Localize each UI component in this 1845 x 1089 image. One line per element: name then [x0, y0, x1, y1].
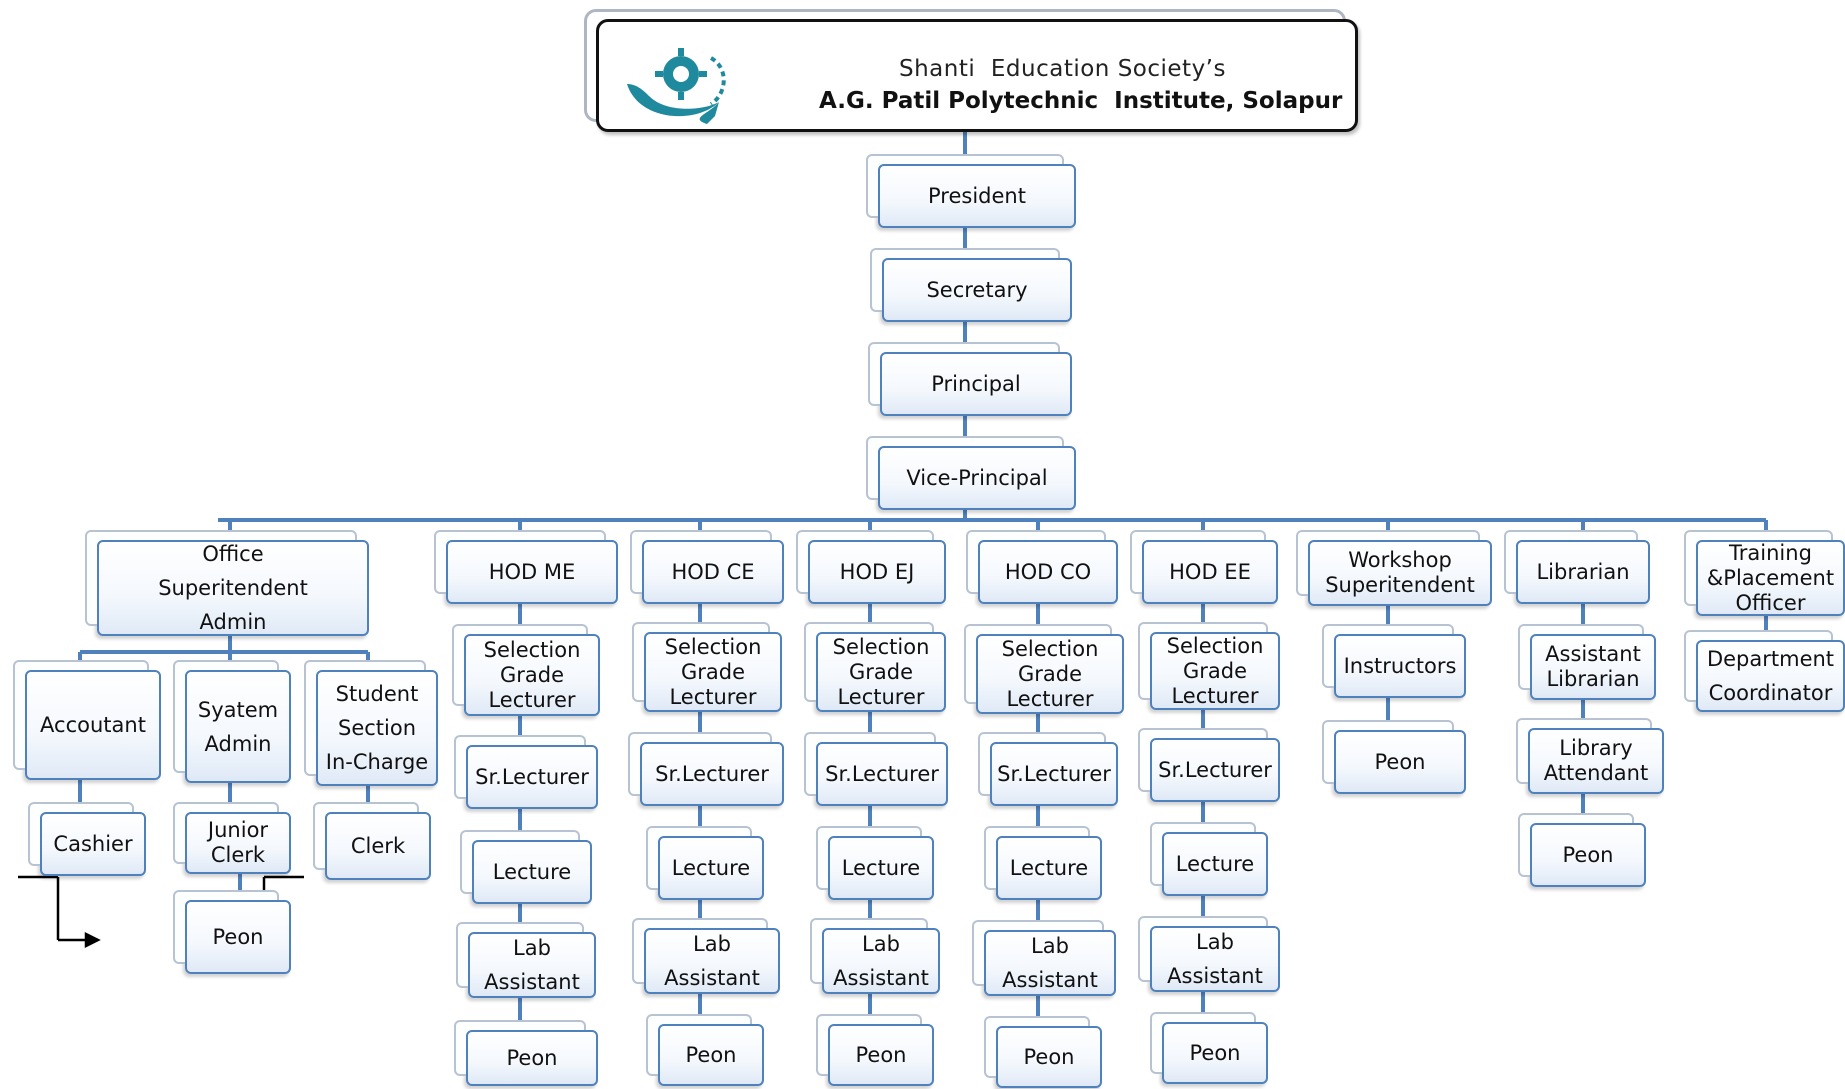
ej-lab-assistant-box: Lab Assistant: [822, 928, 940, 994]
hod-co-box: HOD CO: [978, 540, 1118, 604]
swirl-gear-logo-icon: [627, 48, 726, 124]
ee-selection-grade-box: Selection Grade Lecturer: [1150, 632, 1280, 710]
workshop-peon-box: Peon: [1334, 730, 1466, 794]
vice-principal-box: Vice-Principal: [878, 446, 1076, 510]
me-selection-grade-box: Selection Grade Lecturer: [464, 634, 600, 716]
ee-lecture-box: Lecture: [1162, 832, 1268, 896]
me-sr-lecturer-box: Sr.Lecturer: [466, 745, 598, 809]
ee-sr-lecturer-box: Sr.Lecturer: [1150, 738, 1280, 802]
ce-lab-assistant-box: Lab Assistant: [644, 928, 780, 994]
cashier-box: Cashier: [40, 812, 146, 876]
ce-peon-box: Peon: [658, 1024, 764, 1086]
principal-box: Principal: [880, 352, 1072, 416]
me-peon-box: Peon: [466, 1030, 598, 1086]
office-superintendent-box: Office Superitendent Admin: [97, 540, 369, 636]
co-selection-grade-box: Selection Grade Lecturer: [976, 634, 1124, 714]
co-sr-lecturer-box: Sr.Lecturer: [990, 742, 1118, 806]
me-lecture-box: Lecture: [472, 840, 592, 904]
library-attendant-box: Library Attendant: [1528, 728, 1664, 794]
institute-name: A.G. Patil Polytechnic Institute, Solapu…: [819, 88, 1343, 114]
librarian-box: Librarian: [1516, 540, 1650, 604]
president-box: President: [878, 164, 1076, 228]
ce-lecture-box: Lecture: [658, 836, 764, 900]
hod-ce-box: HOD CE: [642, 540, 784, 604]
society-name: Shanti Education Society’s: [899, 56, 1226, 82]
ce-sr-lecturer-box: Sr.Lecturer: [640, 742, 784, 806]
ee-peon-box: Peon: [1162, 1022, 1268, 1084]
co-peon-box: Peon: [996, 1026, 1102, 1088]
instructors-box: Instructors: [1334, 634, 1466, 698]
office-peon-box: Peon: [185, 900, 291, 974]
clerk-box: Clerk: [325, 812, 431, 880]
accountant-box: Accoutant: [25, 670, 161, 780]
secretary-box: Secretary: [882, 258, 1072, 322]
assistant-librarian-box: Assistant Librarian: [1530, 634, 1656, 700]
co-lab-assistant-box: Lab Assistant: [984, 930, 1116, 996]
student-section-box: Student Section In-Charge: [316, 670, 438, 786]
hod-me-box: HOD ME: [446, 540, 618, 604]
institute-header: Shanti Education Society’s A.G. Patil Po…: [596, 19, 1358, 132]
ej-selection-grade-box: Selection Grade Lecturer: [816, 632, 946, 712]
hod-ee-box: HOD EE: [1142, 540, 1278, 604]
me-lab-assistant-box: Lab Assistant: [468, 932, 596, 998]
ej-sr-lecturer-box: Sr.Lecturer: [816, 742, 948, 806]
junior-clerk-box: Junior Clerk: [185, 812, 291, 874]
ej-peon-box: Peon: [828, 1024, 934, 1086]
hod-ej-box: HOD EJ: [808, 540, 946, 604]
ee-lab-assistant-box: Lab Assistant: [1150, 926, 1280, 992]
ce-selection-grade-box: Selection Grade Lecturer: [644, 632, 782, 712]
training-placement-officer-box: Training &Placement Officer: [1696, 540, 1845, 616]
workshop-superintendent-box: Workshop Superitendent: [1308, 540, 1492, 606]
co-lecture-box: Lecture: [996, 836, 1102, 900]
library-peon-box: Peon: [1530, 823, 1646, 887]
system-admin-box: Syatem Admin: [185, 670, 291, 783]
department-coordinator-box: Department Coordinator: [1696, 640, 1845, 712]
ej-lecture-box: Lecture: [828, 836, 934, 900]
